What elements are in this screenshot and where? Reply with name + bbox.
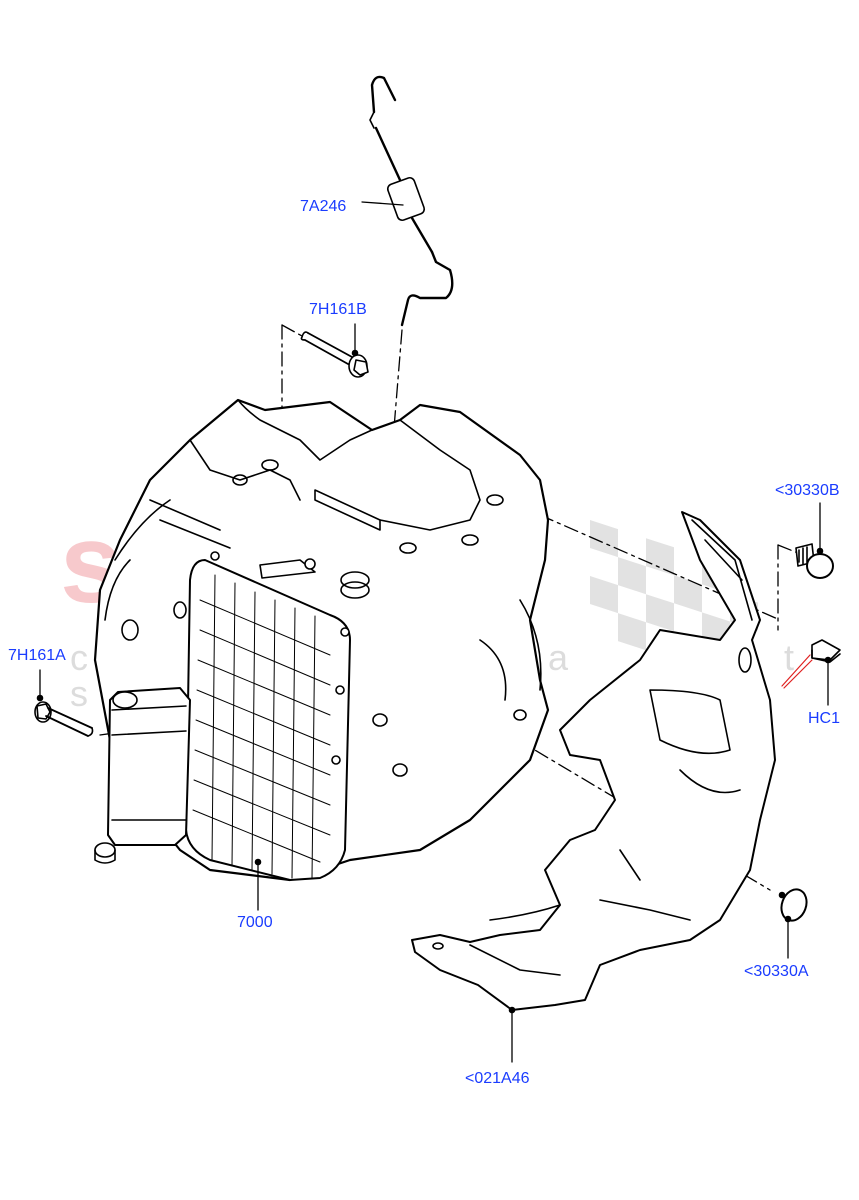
callout-HC1[interactable]: HC1 [808, 710, 841, 727]
callout-021A46[interactable]: <021A46 [465, 1070, 530, 1087]
callout-30330A[interactable]: <30330A [744, 963, 809, 980]
vent-tube-part-7A246[interactable] [369, 75, 454, 327]
clip-part-HC1[interactable] [781, 639, 841, 689]
transmission-assembly-part-7000[interactable] [93, 398, 550, 882]
bolt-part-7H161B[interactable] [300, 331, 369, 378]
leader-lines [39, 201, 829, 1063]
push-fastener-part-30330B[interactable] [795, 543, 834, 579]
heat-shield-part-021A46[interactable] [411, 511, 776, 1014]
callout-7H161A[interactable]: 7H161A [8, 647, 66, 664]
bolt-part-7H161A[interactable] [34, 694, 94, 737]
callout-7000[interactable]: 7000 [237, 914, 273, 931]
plug-part-30330A[interactable] [777, 886, 810, 924]
oil-pan-ribs [192, 574, 331, 879]
callout-7H161B[interactable]: 7H161B [309, 301, 367, 318]
callout-7A246[interactable]: 7A246 [300, 198, 347, 215]
callout-30330B[interactable]: <30330B [775, 482, 840, 499]
